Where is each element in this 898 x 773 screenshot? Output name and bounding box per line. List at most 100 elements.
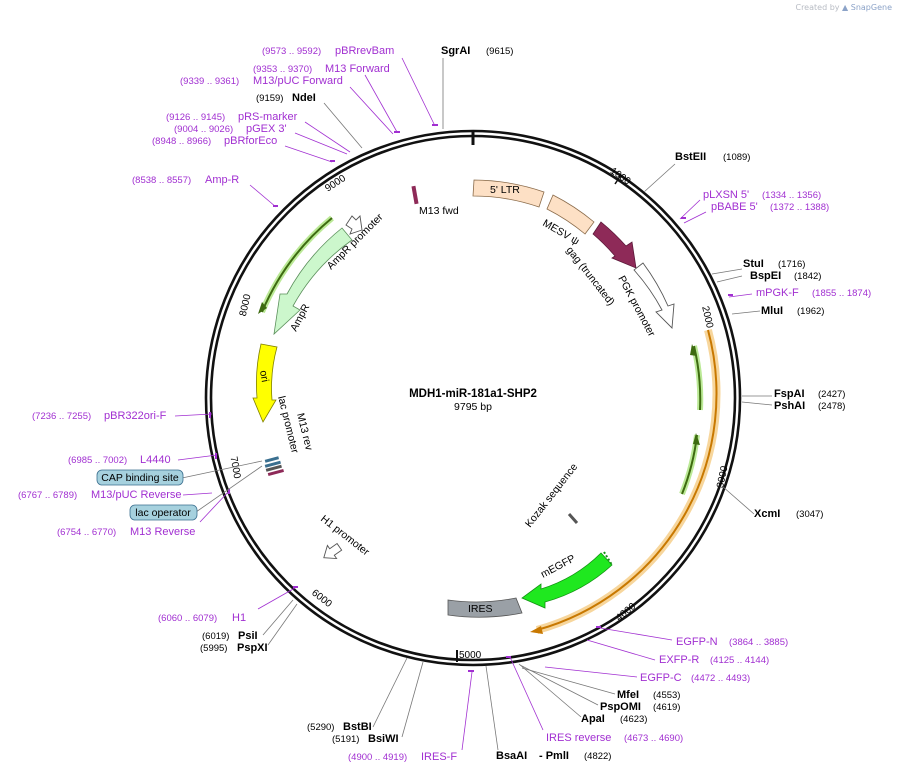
ampr-orf[interactable] [261, 217, 333, 313]
tick-label-2000: 2000 [699, 305, 715, 330]
enzyme-xcmi-pos: (3047) [796, 509, 823, 520]
lac-promoter-mark[interactable] [265, 464, 282, 472]
enzyme-bsiwi[interactable]: BsiWI [368, 733, 399, 745]
cap-binding-site-label: CAP binding site [101, 472, 179, 484]
ltr-feature[interactable] [472, 179, 545, 208]
ltr-label: 5' LTR [490, 184, 520, 196]
enzyme-apai-pos: (4623) [620, 714, 647, 725]
primer-m13fwd-range: (9353 .. 9370) [253, 64, 312, 75]
primer-pbabe5[interactable]: pBABE 5' [711, 201, 758, 213]
enzyme-xcmi[interactable]: XcmI [754, 508, 780, 520]
primer-prs-marker-range: (9126 .. 9145) [166, 112, 225, 123]
enzyme-stui[interactable]: StuI [743, 258, 764, 270]
primer-pgex3-range: (9004 .. 9026) [174, 124, 233, 135]
primer-amp-r-range: (8538 .. 8557) [132, 175, 191, 186]
enzyme-ndei[interactable]: NdeI [292, 92, 316, 104]
primer-pbrforeco-range: (8948 .. 8966) [152, 136, 211, 147]
primer-ires-reverse[interactable]: IRES reverse [546, 732, 611, 744]
mesv-feature[interactable] [546, 194, 595, 235]
primer-m13puc-fwd-range: (9339 .. 9361) [180, 76, 239, 87]
enzyme-apai[interactable]: ApaI [581, 713, 605, 725]
primer-m13puc-fwd[interactable]: M13/pUC Forward [253, 75, 343, 87]
primer-egfp-n[interactable]: EGFP-N [676, 636, 718, 648]
orf-green-1-arrowhead [690, 344, 697, 356]
enzyme-psii[interactable]: PsiI [238, 630, 258, 642]
kozak-label: Kozak sequence [523, 461, 580, 530]
gag-label: gag (truncated) [564, 244, 617, 308]
primer-marks [209, 124, 733, 672]
primer-mpgk-f[interactable]: mPGK-F [756, 287, 799, 299]
cap-site-mark[interactable] [264, 460, 281, 468]
enzyme-bstbi[interactable]: BstBI [343, 721, 372, 733]
lac-operator-box[interactable] [129, 504, 198, 521]
enzyme-bsaai[interactable]: BsaAI [496, 750, 527, 762]
enzyme-mfei[interactable]: MfeI [617, 689, 639, 701]
tick-label-5000: 5000 [459, 650, 482, 661]
primer-ires-f[interactable]: IRES-F [421, 751, 457, 763]
credit-brand: SnapGene [850, 3, 892, 12]
primer-m13rev[interactable]: M13 Reverse [130, 526, 195, 538]
enzyme-bspei[interactable]: BspEI [750, 270, 781, 282]
enzyme-pspxi-pos: (5995) [200, 643, 227, 654]
enzyme-mlui[interactable]: MluI [761, 305, 783, 317]
lac-operator-label: lac operator [135, 507, 191, 519]
primer-h1[interactable]: H1 [232, 612, 246, 624]
enzyme-pmli[interactable]: - PmlI [539, 750, 569, 762]
primer-ires-f-range: (4900 .. 4919) [348, 752, 407, 763]
primer-pbrrevbam[interactable]: pBRrevBam [335, 45, 394, 57]
primer-prs-marker[interactable]: pRS-marker [238, 111, 298, 123]
cap-binding-site-box[interactable] [96, 469, 184, 486]
primer-egfp-c[interactable]: EGFP-C [640, 672, 682, 684]
megfp-feature[interactable] [521, 552, 613, 609]
plasmid-length: 9795 bp [454, 401, 492, 413]
primer-mpgk-f-range: (1855 .. 1874) [812, 288, 871, 299]
primer-m13fwd[interactable]: M13 Forward [325, 63, 390, 75]
orf-green-1[interactable] [693, 345, 702, 411]
primer-amp-r[interactable]: Amp-R [205, 174, 239, 186]
enzyme-pshai[interactable]: PshAI [774, 400, 805, 412]
primer-pbr322ori[interactable]: pBR322ori-F [104, 410, 167, 422]
primer-pgex3[interactable]: pGEX 3' [246, 123, 287, 135]
ires-feature[interactable] [447, 597, 523, 618]
primer-labels: (9573 .. 9592) pBRrevBam (9353 .. 9370) … [18, 45, 871, 763]
lac-operator-mark[interactable] [264, 456, 280, 463]
m13rev-mark[interactable] [267, 468, 284, 477]
m13fwd-feature[interactable] [411, 185, 419, 205]
kozak-feature[interactable] [567, 513, 579, 524]
enzyme-bsteii[interactable]: BstEII [675, 151, 706, 163]
tick-label-1000: 1000 [608, 166, 633, 188]
enzyme-mfei-pos: (4553) [653, 690, 680, 701]
snapgene-credit: Created by ▲ SnapGene [795, 3, 892, 12]
enzyme-bstbi-pos: (5290) [307, 722, 334, 733]
primer-leaders [174, 57, 753, 751]
primer-l4440[interactable]: L4440 [140, 454, 171, 466]
enzyme-pspxi[interactable]: PspXI [237, 642, 268, 654]
enzyme-pshai-pos: (2478) [818, 401, 845, 412]
enzyme-fspai[interactable]: FspAI [774, 388, 805, 400]
primer-exfp-r[interactable]: EXFP-R [659, 654, 699, 666]
primer-egfp-c-range: (4472 .. 4493) [691, 673, 750, 684]
h1-promoter-feature[interactable] [319, 540, 344, 564]
primer-pbrforeco[interactable]: pBRforEco [224, 135, 277, 147]
enzyme-stui-pos: (1716) [778, 259, 805, 270]
primer-plxsn5-range: (1334 .. 1356) [762, 190, 821, 201]
ampr-promoter-feature[interactable] [345, 215, 363, 235]
ori-feature[interactable] [252, 343, 278, 423]
enzyme-bsteii-pos: (1089) [723, 152, 750, 163]
ori-label: ori [257, 369, 271, 383]
ampr-feature[interactable] [273, 227, 353, 336]
primer-m13puc-rev[interactable]: M13/pUC Reverse [91, 489, 181, 501]
m13fwd-label: M13 fwd [419, 205, 459, 217]
pgk-promoter-feature[interactable] [633, 262, 675, 330]
tick-label-7000: 7000 [228, 456, 243, 480]
primer-plxsn5[interactable]: pLXSN 5' [703, 189, 749, 201]
gag-feature[interactable] [592, 221, 637, 269]
enzyme-sgrai-pos: (9615) [486, 46, 513, 57]
enzyme-pspomi[interactable]: PspOMI [600, 701, 641, 713]
primer-m13puc-rev-range: (6767 .. 6789) [18, 490, 77, 501]
orf-line-orange[interactable] [536, 329, 718, 631]
tick-label-9000: 9000 [323, 173, 348, 195]
enzyme-pmli-pos: (4822) [584, 751, 611, 762]
enzyme-sgrai[interactable]: SgrAI [441, 45, 470, 57]
